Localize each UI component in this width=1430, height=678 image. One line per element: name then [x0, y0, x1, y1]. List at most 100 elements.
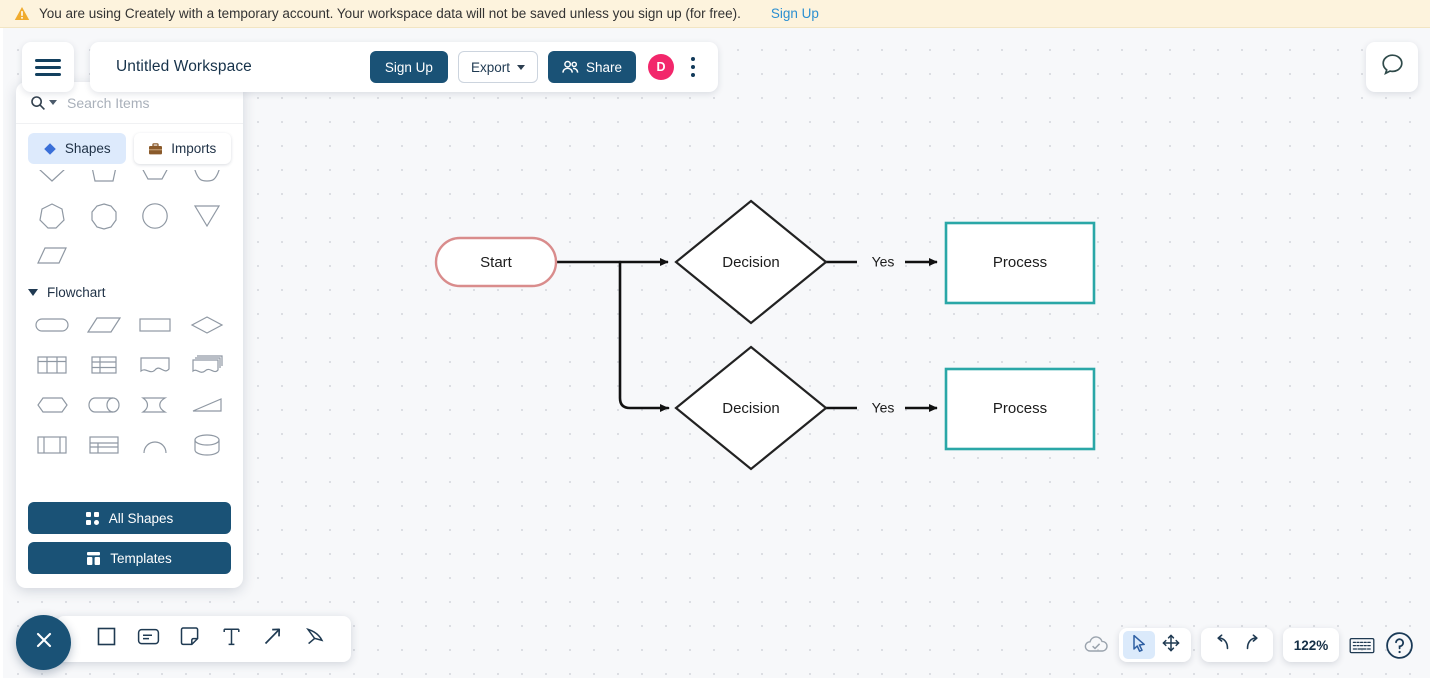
node-decision-2[interactable]: Decision — [674, 345, 828, 471]
templates-button[interactable]: Templates — [28, 542, 231, 574]
shape-tool[interactable] — [91, 623, 123, 655]
shape-decagon[interactable] — [130, 196, 182, 236]
node-start[interactable]: Start — [434, 236, 558, 288]
shape-manual-operation[interactable] — [181, 385, 233, 425]
help-question-icon — [1386, 631, 1413, 659]
shape-inverted-triangle[interactable] — [181, 196, 233, 236]
all-shapes-button[interactable]: All Shapes — [28, 502, 231, 534]
redo-button[interactable] — [1237, 631, 1269, 659]
shape-notched-trapezoid[interactable] — [130, 170, 182, 196]
shape-heptagon[interactable] — [26, 196, 78, 236]
shape-cylinder[interactable] — [78, 385, 130, 425]
search-input[interactable] — [67, 94, 243, 111]
node-decision-1-label: Decision — [722, 254, 780, 271]
cursor-arrow-icon — [1131, 634, 1147, 657]
select-tool[interactable] — [1123, 631, 1155, 659]
tab-shapes-label: Shapes — [64, 141, 111, 156]
shape-preparation[interactable] — [26, 385, 78, 425]
card-tool[interactable] — [132, 623, 164, 655]
arrow-diagonal-icon — [262, 626, 283, 652]
edge-decision1-to-process1[interactable]: Yes — [826, 254, 938, 270]
edge-label-yes-1: Yes — [872, 254, 895, 270]
page-title[interactable]: Untitled Workspace — [116, 58, 252, 75]
share-label: Share — [585, 59, 622, 75]
close-icon — [33, 629, 55, 656]
hamburger-menu-button[interactable] — [22, 42, 74, 92]
all-shapes-label: All Shapes — [108, 510, 174, 526]
banner-signup-link[interactable]: Sign Up — [770, 6, 819, 21]
shape-document[interactable] — [130, 345, 182, 385]
zoom-level-control[interactable]: 122% — [1283, 628, 1339, 662]
shape-display-panel[interactable] — [78, 425, 130, 465]
shape-curved-trapezoid[interactable] — [181, 170, 233, 196]
pointer-mode-group — [1119, 628, 1191, 662]
shape-scroll-area[interactable]: Flowchart — [16, 170, 243, 496]
help-button[interactable] — [1385, 631, 1414, 660]
canvas-left-edge — [0, 28, 3, 678]
shape-circle-arc[interactable] — [130, 425, 182, 465]
edge-start-to-decision2[interactable] — [618, 260, 670, 413]
node-process-1-label: Process — [993, 254, 1047, 271]
search-icon[interactable] — [30, 95, 46, 111]
node-process-2[interactable]: Process — [944, 367, 1096, 451]
shape-table-columns[interactable] — [26, 345, 78, 385]
flowchart-shape-grid — [16, 305, 243, 465]
text-tool[interactable] — [215, 623, 247, 655]
tab-shapes[interactable]: Shapes — [28, 133, 126, 164]
chat-button[interactable] — [1366, 42, 1418, 92]
triangle-down-icon — [28, 289, 38, 296]
more-vertical-icon[interactable] — [682, 52, 704, 82]
shape-group-flowchart[interactable]: Flowchart — [16, 276, 243, 305]
tab-imports-label: Imports — [171, 141, 217, 156]
shapes-panel: Shapes Imports — [16, 82, 243, 588]
connector-tool[interactable] — [257, 623, 289, 655]
shape-rectangle[interactable] — [130, 305, 182, 345]
square-icon — [96, 626, 117, 652]
shape-terminator[interactable] — [26, 305, 78, 345]
shape-diamond[interactable] — [181, 305, 233, 345]
export-button[interactable]: Export — [457, 51, 538, 83]
cloud-check-icon[interactable] — [1083, 635, 1109, 655]
diamond-icon — [43, 142, 57, 156]
shape-chevron-down[interactable] — [26, 170, 78, 196]
edge-decision2-to-process2[interactable]: Yes — [826, 400, 938, 416]
note-tool[interactable] — [174, 623, 206, 655]
close-toolbar-button[interactable] — [16, 615, 71, 670]
temporary-account-banner: You are using Creately with a temporary … — [0, 0, 1430, 28]
chevron-down-icon — [516, 64, 525, 70]
canvas-controls: 122% — [1083, 628, 1414, 662]
node-decision-1[interactable]: Decision — [674, 199, 828, 325]
node-decision-2-label: Decision — [722, 400, 780, 417]
hamburger-menu-icon — [35, 55, 61, 80]
shape-trapezoid[interactable] — [78, 170, 130, 196]
export-label: Export — [470, 59, 510, 75]
keyboard-shortcuts-button[interactable] — [1349, 636, 1375, 655]
shape-parallelogram[interactable] — [78, 305, 130, 345]
shape-table-grid[interactable] — [78, 345, 130, 385]
tab-imports[interactable]: Imports — [133, 133, 231, 164]
chat-bubble-icon — [1380, 52, 1405, 82]
flowchart-diagram: Yes Yes Start Decision Process Decision — [434, 199, 1096, 471]
search-filter-chevron-down-icon[interactable] — [49, 100, 57, 105]
shape-database[interactable] — [181, 425, 233, 465]
banner-text: You are using Creately with a temporary … — [39, 6, 741, 21]
node-process-2-label: Process — [993, 400, 1047, 417]
signup-button[interactable]: Sign Up — [369, 51, 448, 83]
panel-footer: All Shapes Templates — [16, 496, 243, 588]
pan-tool[interactable] — [1155, 631, 1187, 659]
shape-nonagon[interactable] — [78, 196, 130, 236]
undo-button[interactable] — [1205, 631, 1237, 659]
undo-arrow-icon — [1212, 634, 1231, 656]
avatar[interactable]: D — [648, 54, 674, 80]
shape-multi-document[interactable] — [181, 345, 233, 385]
pen-nib-icon — [304, 626, 325, 652]
node-process-1[interactable]: Process — [944, 221, 1096, 305]
shape-parallelogram-top[interactable] — [26, 236, 78, 276]
history-group — [1201, 628, 1273, 662]
share-button[interactable]: Share — [547, 51, 636, 83]
shape-delay[interactable] — [130, 385, 182, 425]
edge-label-yes-2: Yes — [872, 400, 895, 416]
pen-tool[interactable] — [298, 623, 330, 655]
text-t-icon — [222, 626, 241, 652]
shape-internal-storage[interactable] — [26, 425, 78, 465]
